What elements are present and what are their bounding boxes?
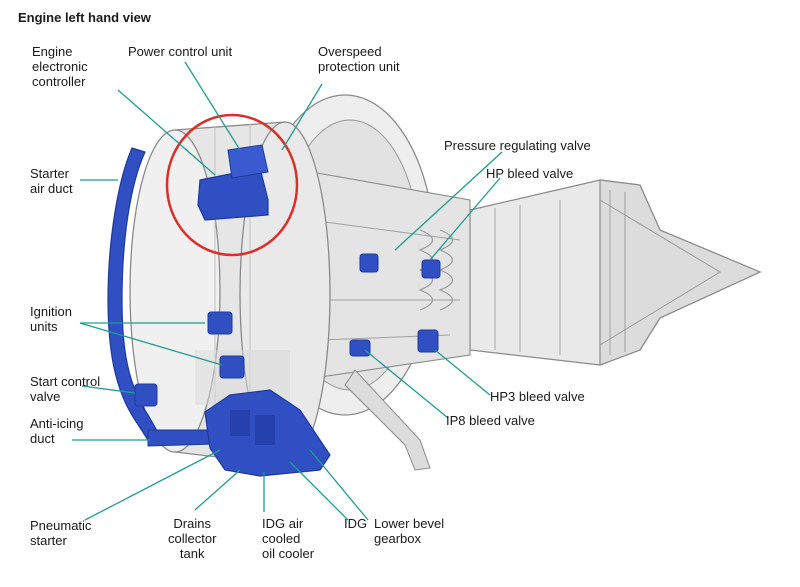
label-lbg-line2: gearbox: [374, 531, 421, 546]
label-ip8-bleed-valve: IP8 bleed valve: [446, 413, 535, 428]
label-lower-bevel-gearbox: Lower bevel gearbox: [374, 516, 444, 546]
label-pneumatic-line2: starter: [30, 533, 67, 548]
label-start-control-valve: Start control valve: [30, 374, 100, 404]
label-drains-line1: Drains: [173, 516, 211, 531]
label-pneumatic-line1: Pneumatic: [30, 518, 92, 533]
label-anti-icing-line2: duct: [30, 431, 55, 446]
label-opu-line1: Overspeed: [318, 44, 382, 59]
start-control-valve-shape: [134, 383, 158, 407]
blue-components: [107, 144, 441, 477]
label-eec-line3: controller: [32, 74, 86, 89]
anti-icing-duct-shape: [147, 429, 216, 447]
label-drains-collector-tank: Drains collector tank: [168, 516, 216, 561]
leader-lines: [72, 61, 503, 521]
hp-bleed-valve-shape: [421, 259, 441, 279]
label-pressure-regulating-valve: Pressure regulating valve: [444, 138, 591, 153]
label-starter-air-duct: Starter air duct: [30, 166, 73, 196]
label-ignition-line1: Ignition: [30, 304, 72, 319]
prv-shape: [359, 253, 379, 273]
label-idg-air-cooled-oil-cooler: IDG air cooled oil cooler: [262, 516, 314, 561]
label-eec: Engine electronic controller: [32, 44, 88, 89]
label-idg-cooler-line3: oil cooler: [262, 546, 315, 561]
label-scv-line1: Start control: [30, 374, 101, 389]
label-eec-line2: electronic: [32, 59, 88, 74]
label-anti-icing-duct: Anti-icing duct: [30, 416, 83, 446]
label-starter-line1: Starter: [30, 166, 70, 181]
label-overspeed-protection-unit: Overspeed protection unit: [318, 44, 400, 74]
pcu-shape: [227, 144, 269, 179]
label-opu-line2: protection unit: [318, 59, 400, 74]
label-scv-line2: valve: [30, 389, 61, 404]
engine-core-rear: [469, 179, 762, 366]
label-ignition-line2: units: [30, 319, 58, 334]
label-drains-line3: tank: [179, 546, 205, 561]
hp3-bleed-valve-shape: [417, 329, 439, 353]
label-idg-cooler-line1: IDG air: [262, 516, 304, 531]
figure-title: Engine left hand view: [18, 10, 151, 25]
label-pneumatic-starter: Pneumatic starter: [30, 518, 91, 548]
label-idg: IDG: [344, 516, 368, 531]
highlight-circle: [165, 113, 299, 257]
ip8-bleed-valve-shape: [349, 339, 371, 357]
ignition-unit-1: [207, 311, 233, 335]
label-eec-line1: Engine: [32, 44, 73, 59]
label-lbg-line1: Lower bevel: [374, 516, 445, 531]
label-anti-icing-line1: Anti-icing: [30, 416, 84, 431]
label-starter-line2: air duct: [30, 181, 73, 196]
label-idg-cooler-line2: cooled: [262, 531, 301, 546]
label-power-control-unit: Power control unit: [128, 44, 233, 59]
label-hp-bleed-valve: HP bleed valve: [486, 166, 574, 181]
radial-drive-shaft: [344, 369, 431, 471]
label-drains-line2: collector: [168, 531, 217, 546]
label-hp3-bleed-valve: HP3 bleed valve: [490, 389, 585, 404]
label-ignition-units: Ignition units: [30, 304, 72, 334]
ignition-unit-2: [219, 355, 245, 379]
